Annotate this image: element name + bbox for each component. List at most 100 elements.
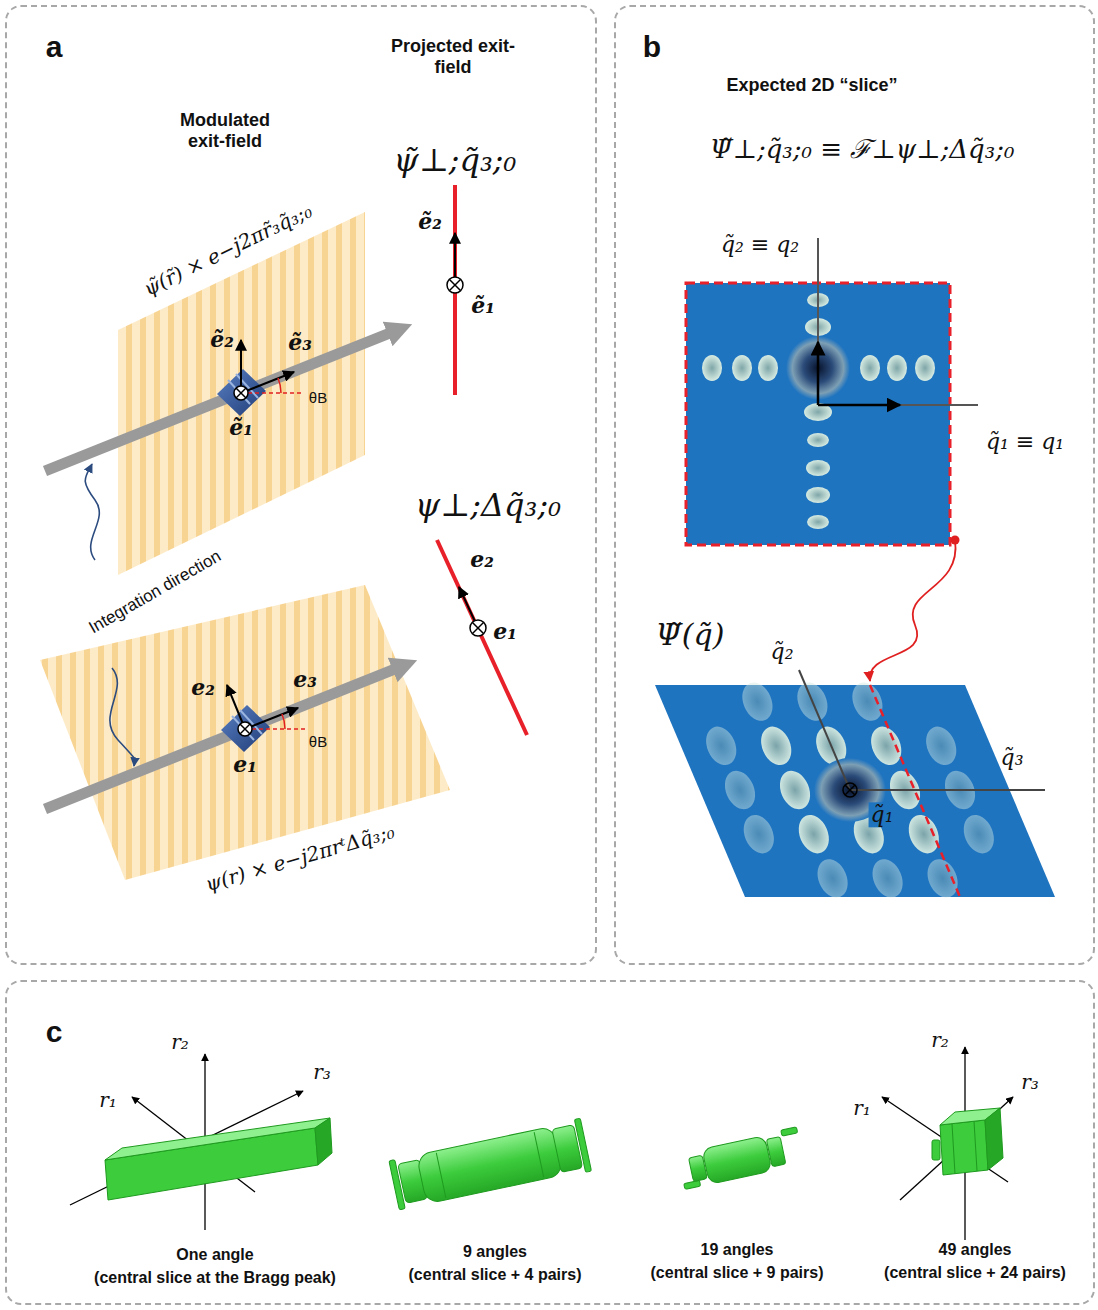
support-9-angles-rect	[574, 1118, 591, 1172]
math-label: r₁	[853, 1097, 871, 1120]
vector-label: ẽ₁	[229, 415, 253, 440]
panel-letter: a	[46, 30, 63, 65]
volume-axes-circle	[843, 783, 857, 797]
volume-slice-g-ellipse	[793, 810, 834, 858]
volume-slice-g-ellipse	[903, 810, 944, 858]
volume-slice-g-ellipse	[922, 855, 963, 903]
support-19-angles-rect	[684, 1180, 701, 1189]
upper-plane	[118, 212, 365, 575]
lower-object	[221, 685, 306, 752]
lower-projection-circle	[470, 620, 486, 636]
volume-slice-g-ellipse	[719, 766, 760, 814]
volume-slice-g-ellipse	[847, 678, 888, 726]
support-9-angles	[389, 1118, 592, 1212]
lower-object-circle	[238, 722, 252, 736]
slice-axes-line	[817, 238, 819, 405]
support-9-angles-line	[534, 1132, 544, 1177]
upper-object-line	[241, 392, 302, 394]
lower-object-path	[282, 714, 285, 729]
slice-image-g-ellipse	[807, 433, 829, 447]
math-label: r₂	[171, 1031, 189, 1054]
support-19-angles-rect	[781, 1127, 798, 1136]
volume-slice	[655, 678, 1055, 903]
lower-projection-line	[437, 540, 527, 735]
vector-label: ẽ₂	[210, 327, 234, 352]
lower-beam-arrow	[45, 667, 400, 809]
heading-text: 9 angles	[463, 1243, 527, 1261]
lower-beam-arrow-line	[45, 667, 400, 809]
heading-text: Projected exit-field	[388, 36, 518, 77]
slice-image-g-ellipse	[915, 355, 935, 381]
slice-image-g-ellipse	[806, 487, 830, 503]
math-label: q̃₃	[1001, 745, 1024, 770]
lower-object-line	[245, 728, 306, 730]
heading-text: Expected 2D “slice”	[726, 75, 897, 96]
math-label: q̃₂	[771, 639, 794, 664]
volume-slice-g-ellipse	[812, 855, 853, 903]
slice-image-g-ellipse	[807, 515, 829, 529]
support-49-angles-line	[952, 1124, 955, 1174]
math-label: r₁	[99, 1089, 117, 1112]
vector-label: e₂	[191, 675, 215, 700]
support-49-angles-rect	[932, 1140, 940, 1160]
slice-axes-line	[818, 404, 978, 406]
volume-slice-g-ellipse	[700, 722, 741, 770]
upper-projection	[447, 185, 463, 395]
volume-axes-line	[799, 670, 850, 790]
vector-label: e₁	[233, 752, 257, 777]
heading-text: (central slice at the Bragg peak)	[94, 1269, 336, 1287]
heading-text: Modulated exit-field	[160, 110, 290, 151]
volume-slice-g-ellipse	[774, 766, 815, 814]
lower-object-line	[240, 724, 250, 734]
upper-plane-polygon	[118, 212, 365, 575]
math-label: ψ⊥;Δq̃₃;₀	[415, 487, 561, 524]
math-label: q̃₁	[869, 802, 896, 827]
heading-text: 19 angles	[701, 1241, 774, 1259]
support-9-angles-rect	[416, 1126, 563, 1204]
slice-axes-line	[818, 404, 900, 407]
vector-label: e₁	[493, 619, 517, 644]
lower-projection-line	[473, 623, 484, 634]
volume-slice-g-ellipse	[920, 722, 961, 770]
math-label: r₃	[1021, 1071, 1039, 1094]
slice-image-g-ellipse	[806, 460, 830, 476]
upper-object-line	[240, 340, 242, 393]
math-label: Ψ̃(q̃)	[656, 618, 725, 653]
vector-label: ẽ₂	[418, 209, 442, 234]
heading-text: (central slice + 4 pairs)	[409, 1266, 582, 1284]
heading-text: 49 angles	[939, 1241, 1012, 1259]
volume-axes-line	[845, 785, 855, 795]
volume-axes-line	[845, 785, 855, 795]
upper-projection-circle	[447, 277, 463, 293]
upper-object-line	[228, 380, 250, 404]
upper-object-line	[241, 372, 294, 393]
support-49-angles-polygon	[985, 1108, 1003, 1170]
volume-slice-g-ellipse	[867, 855, 908, 903]
upper-object-line	[236, 388, 246, 398]
slice-image-g-ellipse	[732, 355, 752, 381]
upper-projection-line	[450, 280, 461, 291]
heading-text: (central slice + 24 pairs)	[884, 1264, 1066, 1282]
volume-axes-line	[850, 789, 1045, 791]
lower-object-line	[245, 708, 298, 729]
axes-right-line	[900, 1097, 1013, 1200]
slice-image-g-ellipse	[702, 355, 722, 381]
panel-letter: b	[643, 30, 661, 65]
annotation-text: θB	[309, 733, 327, 750]
vector-label: e₃	[293, 667, 317, 692]
upper-object-path	[278, 378, 281, 393]
volume-slice-g-ellipse	[958, 810, 999, 858]
slice-axes	[818, 238, 978, 405]
support-19-angles	[677, 1127, 804, 1190]
lower-projection-line	[473, 623, 484, 634]
support-one-angle-polygon	[315, 1118, 332, 1165]
support-19-angles-rect	[766, 1137, 786, 1167]
support-19-angles-rect	[702, 1136, 772, 1185]
volume-axes	[799, 670, 1045, 797]
math-label: r₂	[931, 1029, 949, 1052]
vector-label: ẽ₃	[288, 330, 312, 355]
math-label: r₃	[313, 1061, 331, 1084]
support-49-angles-polygon	[940, 1120, 988, 1175]
